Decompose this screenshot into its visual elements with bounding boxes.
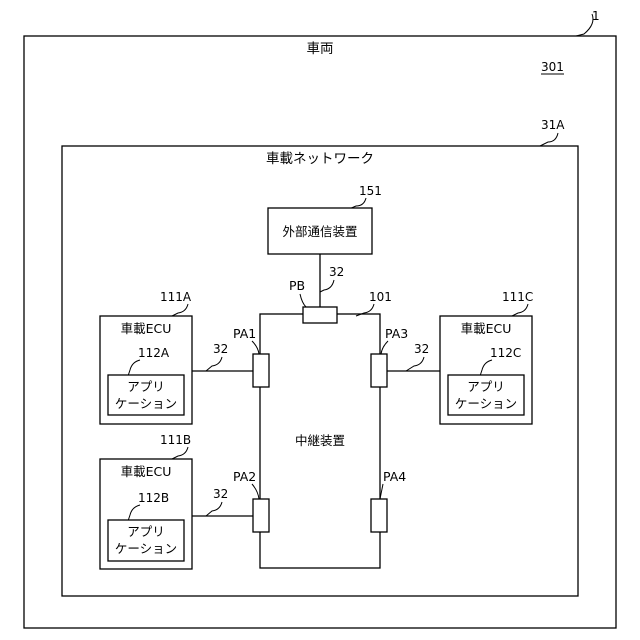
relay-label: 中継装置 [295, 433, 345, 448]
vehicle-title: 車両 [307, 41, 334, 57]
comm-device-ref: 151 [359, 184, 382, 198]
port-pa1-label: PA1 [233, 326, 256, 341]
port-pa2 [253, 499, 269, 532]
ecu-c-app-line1: アプリ [467, 379, 505, 394]
network-ref: 31A [541, 118, 565, 132]
figure-ref-leader [576, 14, 593, 36]
port-pa3 [371, 354, 387, 387]
ecu-b-app-ref: 112B [138, 491, 169, 505]
port-pa1 [253, 354, 269, 387]
ecu-a-app-line1: アプリ [127, 379, 165, 394]
ecu-a-label: 車載ECU [121, 321, 172, 336]
ecu-a-app-ref: 112A [138, 346, 170, 360]
vehicle-ref: 301 [541, 60, 564, 74]
ecu-b-ref: 111B [160, 433, 191, 447]
ecu-b-label: 車載ECU [121, 464, 172, 479]
ecu-a-ref: 111A [160, 290, 192, 304]
cable-ref-comm: 32 [329, 265, 344, 279]
figure-ref: 1 [592, 9, 600, 23]
port-pa3-label: PA3 [385, 326, 408, 341]
cable-ref-a: 32 [213, 342, 228, 356]
ecu-c-app-line2: ケーション [455, 396, 517, 411]
port-pb-label: PB [289, 278, 305, 293]
ecu-c-label: 車載ECU [461, 321, 512, 336]
ecu-b-app-line2: ケーション [115, 541, 177, 556]
port-pa4 [371, 499, 387, 532]
ecu-c-app-ref: 112C [490, 346, 521, 360]
port-pa2-label: PA2 [233, 469, 256, 484]
port-pb [303, 307, 337, 323]
ecu-b-app-line1: アプリ [127, 524, 165, 539]
relay-ref: 101 [369, 290, 392, 304]
ecu-c-ref: 111C [502, 290, 533, 304]
cable-ref-b: 32 [213, 487, 228, 501]
network-title: 車載ネットワーク [266, 151, 374, 167]
cable-ref-c: 32 [414, 342, 429, 356]
comm-device-label: 外部通信装置 [282, 224, 357, 239]
port-pa4-label: PA4 [383, 469, 406, 484]
ecu-a-app-line2: ケーション [115, 396, 177, 411]
